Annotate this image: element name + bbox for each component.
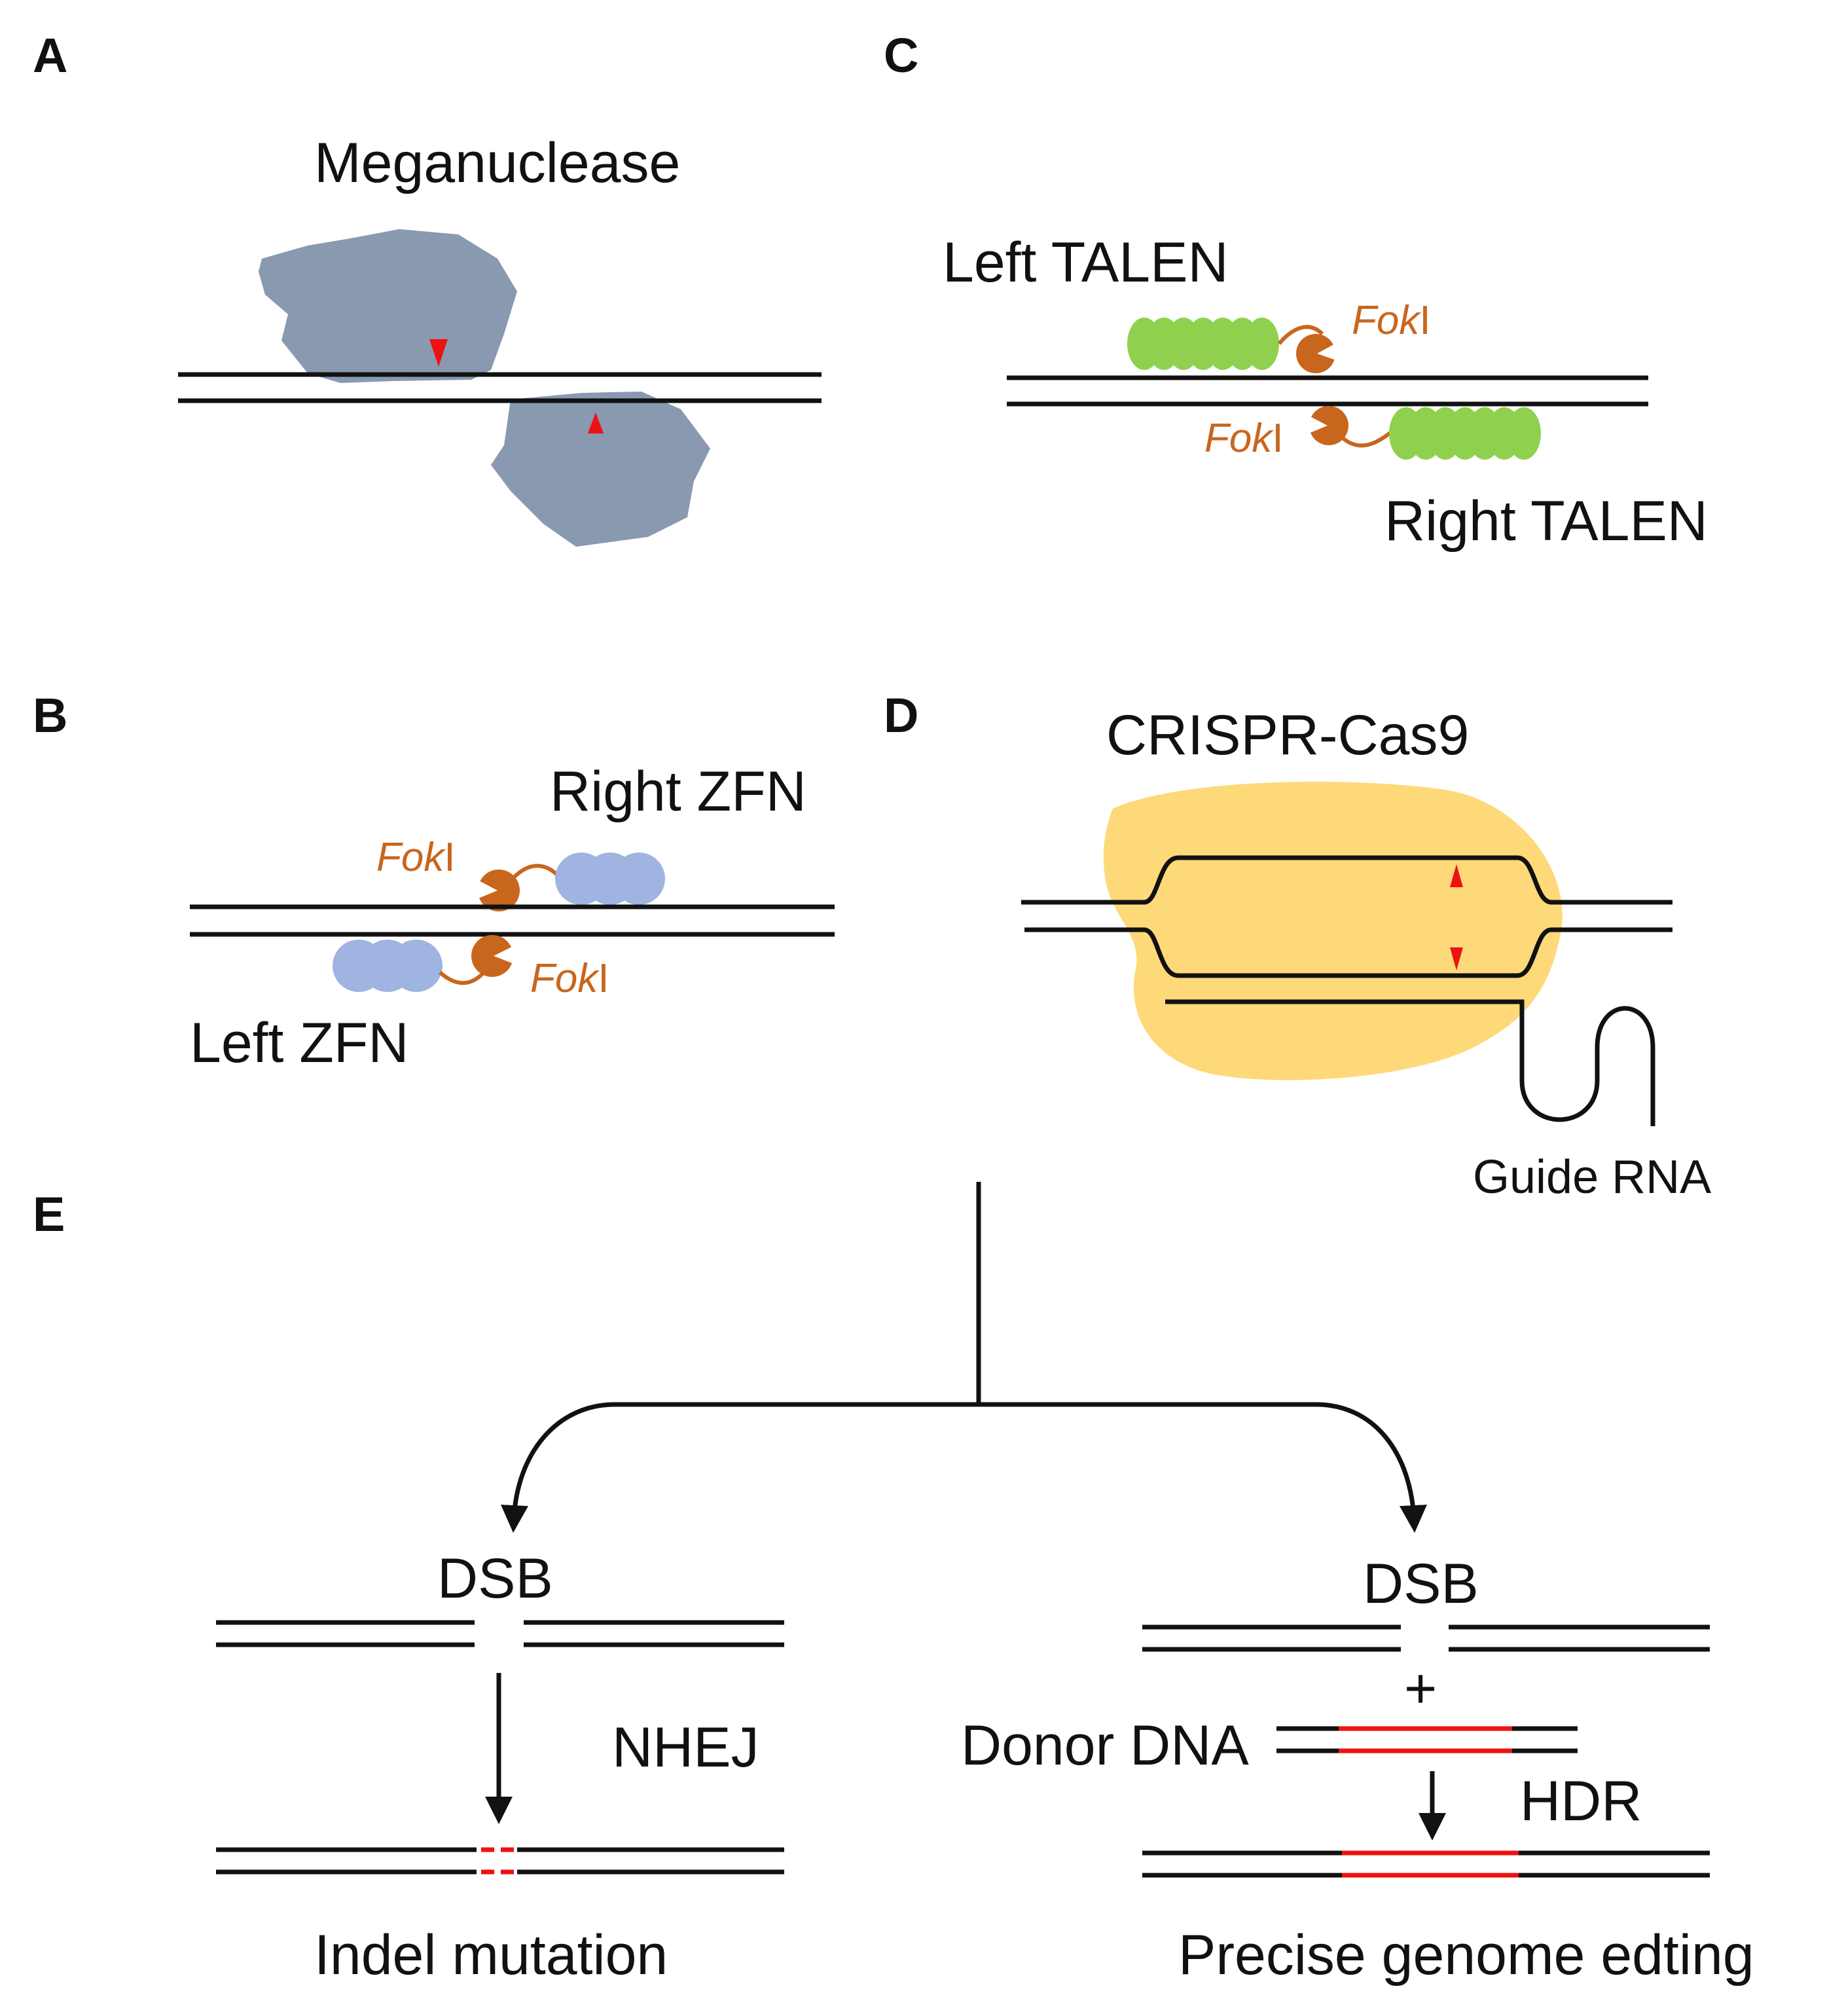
guide-rna-label: Guide RNA xyxy=(1473,1151,1711,1203)
indel-mutation-site xyxy=(481,1847,514,1875)
panel-a: A Meganuclease xyxy=(33,28,822,547)
crispr-cas9-title: CRISPR-Cas9 xyxy=(1106,704,1469,767)
panel-e-letter: E xyxy=(33,1187,65,1241)
left-zfn-fingers xyxy=(333,940,443,992)
hdr-label: HDR xyxy=(1520,1770,1642,1833)
indel-dna xyxy=(216,1847,784,1875)
panel-c-letter: C xyxy=(884,28,918,82)
cut-marker-upper xyxy=(429,339,448,367)
panel-d-letter: D xyxy=(884,688,918,742)
branch-right-arrow xyxy=(979,1402,1427,1533)
plus-sign: + xyxy=(1404,1657,1437,1720)
branch-left-arrow xyxy=(501,1402,979,1533)
precise-editing-label: Precise genome edting xyxy=(1178,1924,1754,1987)
meganuclease-upper-blob xyxy=(259,229,517,383)
right-talen-linker xyxy=(1341,430,1392,448)
edited-dna xyxy=(1142,1850,1710,1878)
nhej-label: NHEJ xyxy=(612,1716,759,1779)
hdr-dsb-dna xyxy=(1142,1624,1710,1652)
left-talen-foki-domain xyxy=(1296,334,1343,373)
right-talen-repeats xyxy=(1389,407,1541,460)
donor-dna-label: Donor DNA xyxy=(961,1714,1249,1777)
left-zfn-foki-domain xyxy=(471,935,520,977)
cut-marker-lower xyxy=(588,412,604,433)
donor-dna xyxy=(1276,1726,1578,1753)
left-talen-linker xyxy=(1277,325,1324,345)
cas9-dna-bottom-strand xyxy=(1024,927,1672,978)
panel-b: B Right ZFN FokI FokI Left ZFN xyxy=(33,688,835,1074)
cas9-cut-marker-bottom xyxy=(1450,947,1463,970)
left-talen-repeats xyxy=(1127,318,1279,370)
right-talen-label: Right TALEN xyxy=(1384,490,1708,553)
nhej-dsb-label: DSB xyxy=(437,1547,553,1610)
panel-e: E DSB NHEJ Indel mutation DSB xyxy=(33,1182,1754,1987)
indel-mutation-label: Indel mutation xyxy=(314,1924,668,1987)
right-zfn-label: Right ZFN xyxy=(550,760,806,823)
left-zfn-foki-label: FokI xyxy=(530,956,609,1001)
hdr-dsb-label: DSB xyxy=(1363,1552,1479,1615)
right-zfn-linker xyxy=(512,864,562,879)
left-talen-foki-label: FokI xyxy=(1352,298,1431,343)
cas9-cut-marker-top xyxy=(1450,864,1463,887)
panel-d: D CRISPR-Cas9 Guide RNA xyxy=(884,688,1711,1203)
left-zfn-label: Left ZFN xyxy=(190,1012,409,1074)
meganuclease-lower-blob xyxy=(491,392,710,547)
right-talen-foki-domain xyxy=(1303,406,1348,445)
cas9-protein-body xyxy=(1103,781,1563,1080)
panel-b-letter: B xyxy=(33,688,67,742)
cas9-dna-top-strand xyxy=(1021,855,1672,905)
right-zfn-foki-domain xyxy=(473,870,520,911)
right-talen-foki-label: FokI xyxy=(1204,416,1284,461)
left-talen-label: Left TALEN xyxy=(943,231,1229,294)
guide-rna-strand xyxy=(1165,999,1655,1126)
meganuclease-title: Meganuclease xyxy=(314,132,680,194)
panel-c: C Left TALEN FokI FokI xyxy=(884,28,1708,553)
panel-a-letter: A xyxy=(33,28,67,82)
nhej-dsb-dna xyxy=(216,1620,784,1647)
right-zfn-foki-label: FokI xyxy=(376,835,456,880)
right-zfn-fingers xyxy=(555,852,665,905)
